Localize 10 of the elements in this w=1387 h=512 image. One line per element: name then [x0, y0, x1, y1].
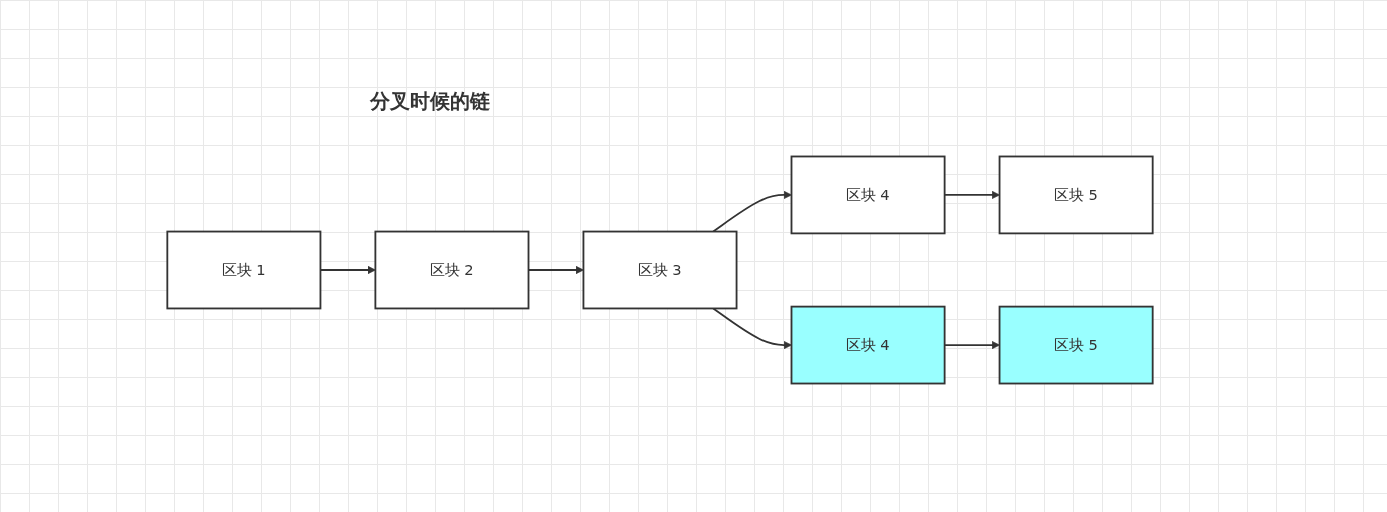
node-box: 区块 2: [374, 230, 530, 310]
node-box: 区块 4: [790, 305, 946, 385]
node-box: 区块 5: [998, 305, 1154, 385]
diagram-title: 分叉时候的链: [370, 88, 490, 115]
node-box: 区块 3: [582, 230, 738, 310]
arrow: [712, 307, 792, 350]
node-box: 区块 4: [790, 155, 946, 235]
arrow: [712, 190, 792, 233]
node-box: 区块 1: [166, 230, 322, 310]
node-box: 区块 5: [998, 155, 1154, 235]
